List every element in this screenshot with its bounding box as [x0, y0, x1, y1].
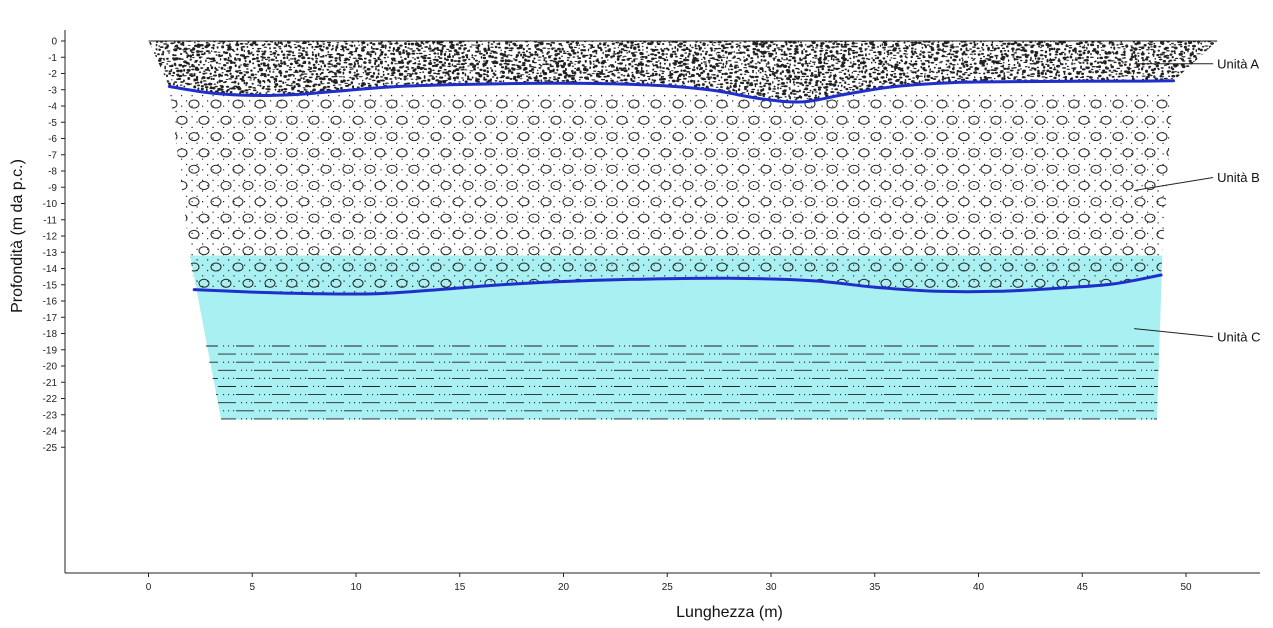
y-tick-label: -12 — [43, 232, 58, 243]
x-tick-label: 20 — [558, 582, 570, 593]
y-tick-label: -16 — [43, 297, 58, 308]
y-tick-label: -6 — [48, 134, 57, 145]
y-tick-label: -9 — [48, 183, 57, 194]
y-tick-label: -7 — [48, 150, 57, 161]
x-tick-label: 30 — [765, 582, 777, 593]
axes: 0 -1 -2 -3 -4 -5 -6 -7 -8 -9 -10 -11 -12 -13 -14 -15 -16… — [43, 30, 1260, 593]
x-tick-label: 25 — [662, 582, 674, 593]
y-axis-title: Profondità (m da p.c.) — [9, 159, 26, 313]
unit-a-gravel-pattern — [148, 41, 1218, 103]
y-tick-label: -23 — [43, 410, 58, 421]
x-axis-title: Lunghezza (m) — [676, 604, 783, 621]
unit-leader-line — [1134, 328, 1214, 338]
x-tick-label: 10 — [350, 582, 362, 593]
y-tick-label: 0 — [51, 37, 57, 48]
unit-label: Unità C — [1217, 329, 1260, 344]
boundary-a-b-line — [167, 79, 1175, 104]
y-tick-label: -11 — [43, 215, 57, 226]
unit-c-silt-pattern — [200, 345, 1162, 420]
x-tick-label: 40 — [973, 582, 985, 593]
y-tick-label: -3 — [48, 85, 57, 96]
y-tick-label: -25 — [43, 443, 58, 454]
y-tick-label: -10 — [43, 199, 58, 210]
unit-leader-lines: Unità A Unità B Unità C — [1134, 56, 1260, 344]
y-tick-label: -19 — [43, 345, 58, 356]
x-tick-label: 0 — [146, 582, 152, 593]
y-tick-label: -1 — [48, 53, 57, 64]
y-tick-label: -5 — [48, 118, 57, 129]
unit-leader-line — [1134, 177, 1214, 191]
y-tick-label: -2 — [48, 69, 57, 80]
y-tick-label: -15 — [43, 280, 58, 291]
x-tick-label: 50 — [1180, 582, 1192, 593]
y-tick-label: -4 — [48, 102, 57, 113]
x-tick-label: 35 — [869, 582, 881, 593]
y-tick-label: -24 — [43, 427, 58, 438]
y-tick-label: -13 — [43, 248, 58, 259]
y-tick-label: -14 — [43, 264, 58, 275]
x-tick-label: 45 — [1077, 582, 1089, 593]
y-tick-label: -21 — [43, 378, 58, 389]
y-tick-label: -22 — [43, 394, 58, 405]
unit-label: Unità B — [1217, 170, 1260, 185]
y-tick-label: -17 — [43, 313, 58, 324]
boundary-b-c-line — [192, 273, 1163, 296]
y-tick-label: -8 — [48, 167, 57, 178]
y-tick-label: -20 — [43, 362, 58, 373]
unit-label: Unità A — [1217, 56, 1259, 71]
x-tick-label: 15 — [454, 582, 466, 593]
x-tick-label: 5 — [249, 582, 255, 593]
y-tick-label: -18 — [43, 329, 58, 340]
